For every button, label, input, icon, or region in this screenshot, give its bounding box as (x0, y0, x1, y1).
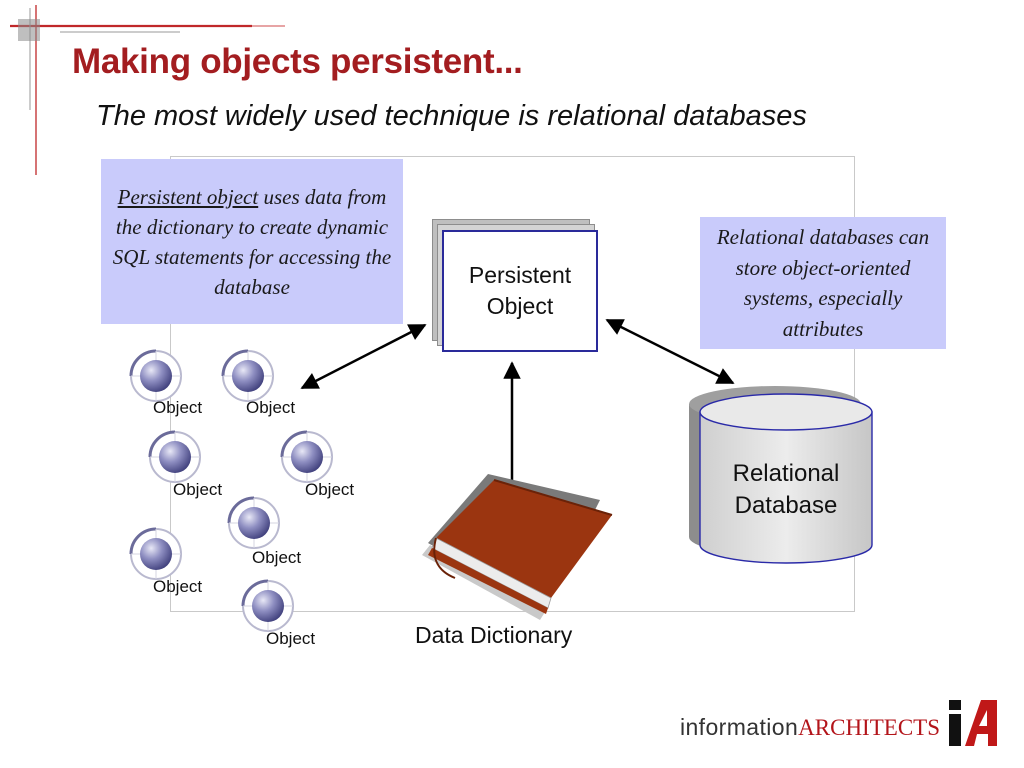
object-label: Object (305, 480, 355, 499)
data-dictionary-label: Data Dictionary (415, 622, 573, 648)
object-icon (129, 527, 182, 580)
persistent-object-box: Persistent Object (442, 230, 598, 352)
persistent-object-label: Object (486, 293, 554, 319)
object-icon (129, 349, 182, 402)
object-icon (221, 349, 274, 402)
object-label: Object (153, 398, 203, 417)
note-persistent-object: Persistent object uses data from the dic… (101, 159, 403, 324)
logo-icon (947, 698, 999, 748)
object-label: Object (252, 548, 302, 567)
object-label: Object (153, 577, 203, 596)
object-label: Object (173, 480, 223, 499)
arrow-po-db (605, 318, 735, 385)
database-label-line: Relational (732, 460, 840, 487)
corner-crosshair-icon (10, 5, 285, 175)
object-label: Object (266, 629, 316, 648)
note-text: Relational databases can store object-or… (716, 225, 930, 341)
object-label: Object (246, 398, 296, 417)
object-icon (227, 496, 280, 549)
book-icon (422, 474, 613, 620)
arrow-objects-po (300, 323, 427, 390)
brand-part1: information (679, 714, 799, 740)
database-label-line: Database (734, 492, 838, 519)
note-text: uses data from the dictionary to create … (112, 184, 392, 299)
relational-database-label: Relational Database (700, 458, 872, 522)
object-icon (280, 430, 333, 483)
note-relational-db: Relational databases can store object-or… (700, 217, 946, 349)
object-icon (241, 579, 294, 632)
corner-crosshair (0, 0, 300, 180)
note-term: Persistent object (117, 184, 259, 209)
brand-part2: ARCHITECTS (798, 715, 940, 740)
persistent-object-label: Persistent (468, 262, 572, 288)
slide-subtitle: The most widely used technique is relati… (96, 100, 807, 132)
object-icon (148, 430, 201, 483)
cylinder-icon (689, 386, 873, 564)
footer-brand: informationARCHITECTS (680, 714, 940, 741)
slide-title: Making objects persistent... (72, 42, 523, 81)
